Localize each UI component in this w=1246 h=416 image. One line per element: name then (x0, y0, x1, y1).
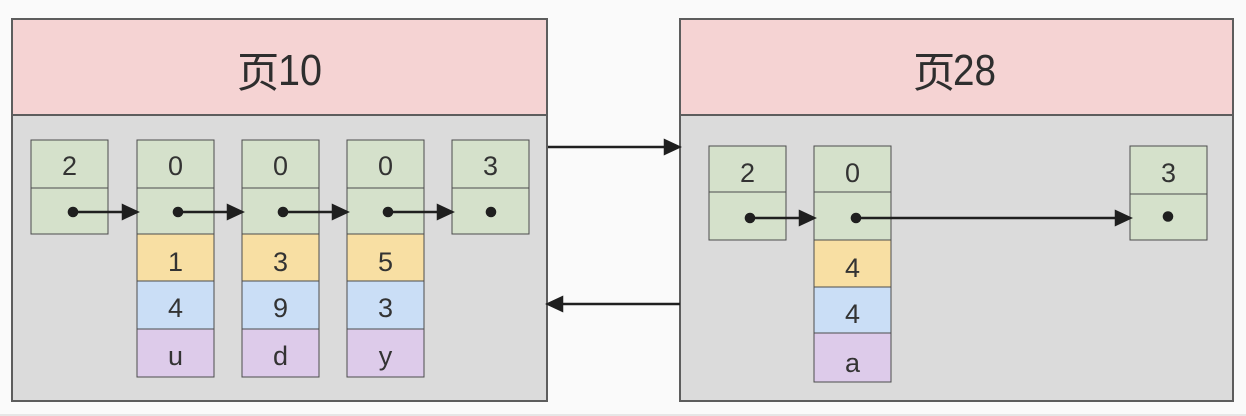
svg-text:9: 9 (273, 293, 288, 323)
svg-text:1: 1 (168, 247, 183, 277)
svg-text:4: 4 (845, 299, 860, 329)
svg-text:3: 3 (483, 151, 498, 181)
svg-text:0: 0 (378, 151, 393, 181)
svg-text:0: 0 (273, 151, 288, 181)
svg-text:2: 2 (62, 151, 77, 181)
svg-text:4: 4 (168, 293, 183, 323)
svg-text:0: 0 (845, 158, 860, 188)
svg-text:3: 3 (378, 293, 393, 323)
svg-text:4: 4 (845, 253, 860, 283)
svg-text:5: 5 (378, 247, 393, 277)
svg-text:10: 10 (278, 46, 322, 95)
svg-text:2: 2 (740, 158, 755, 188)
svg-text:u: u (168, 341, 183, 371)
svg-text:28: 28 (953, 46, 996, 95)
svg-text:3: 3 (273, 247, 288, 277)
svg-text:a: a (845, 348, 861, 378)
svg-text:3: 3 (1161, 158, 1176, 188)
svg-text:0: 0 (168, 151, 183, 181)
svg-text:y: y (379, 341, 393, 371)
svg-text:d: d (273, 341, 288, 371)
